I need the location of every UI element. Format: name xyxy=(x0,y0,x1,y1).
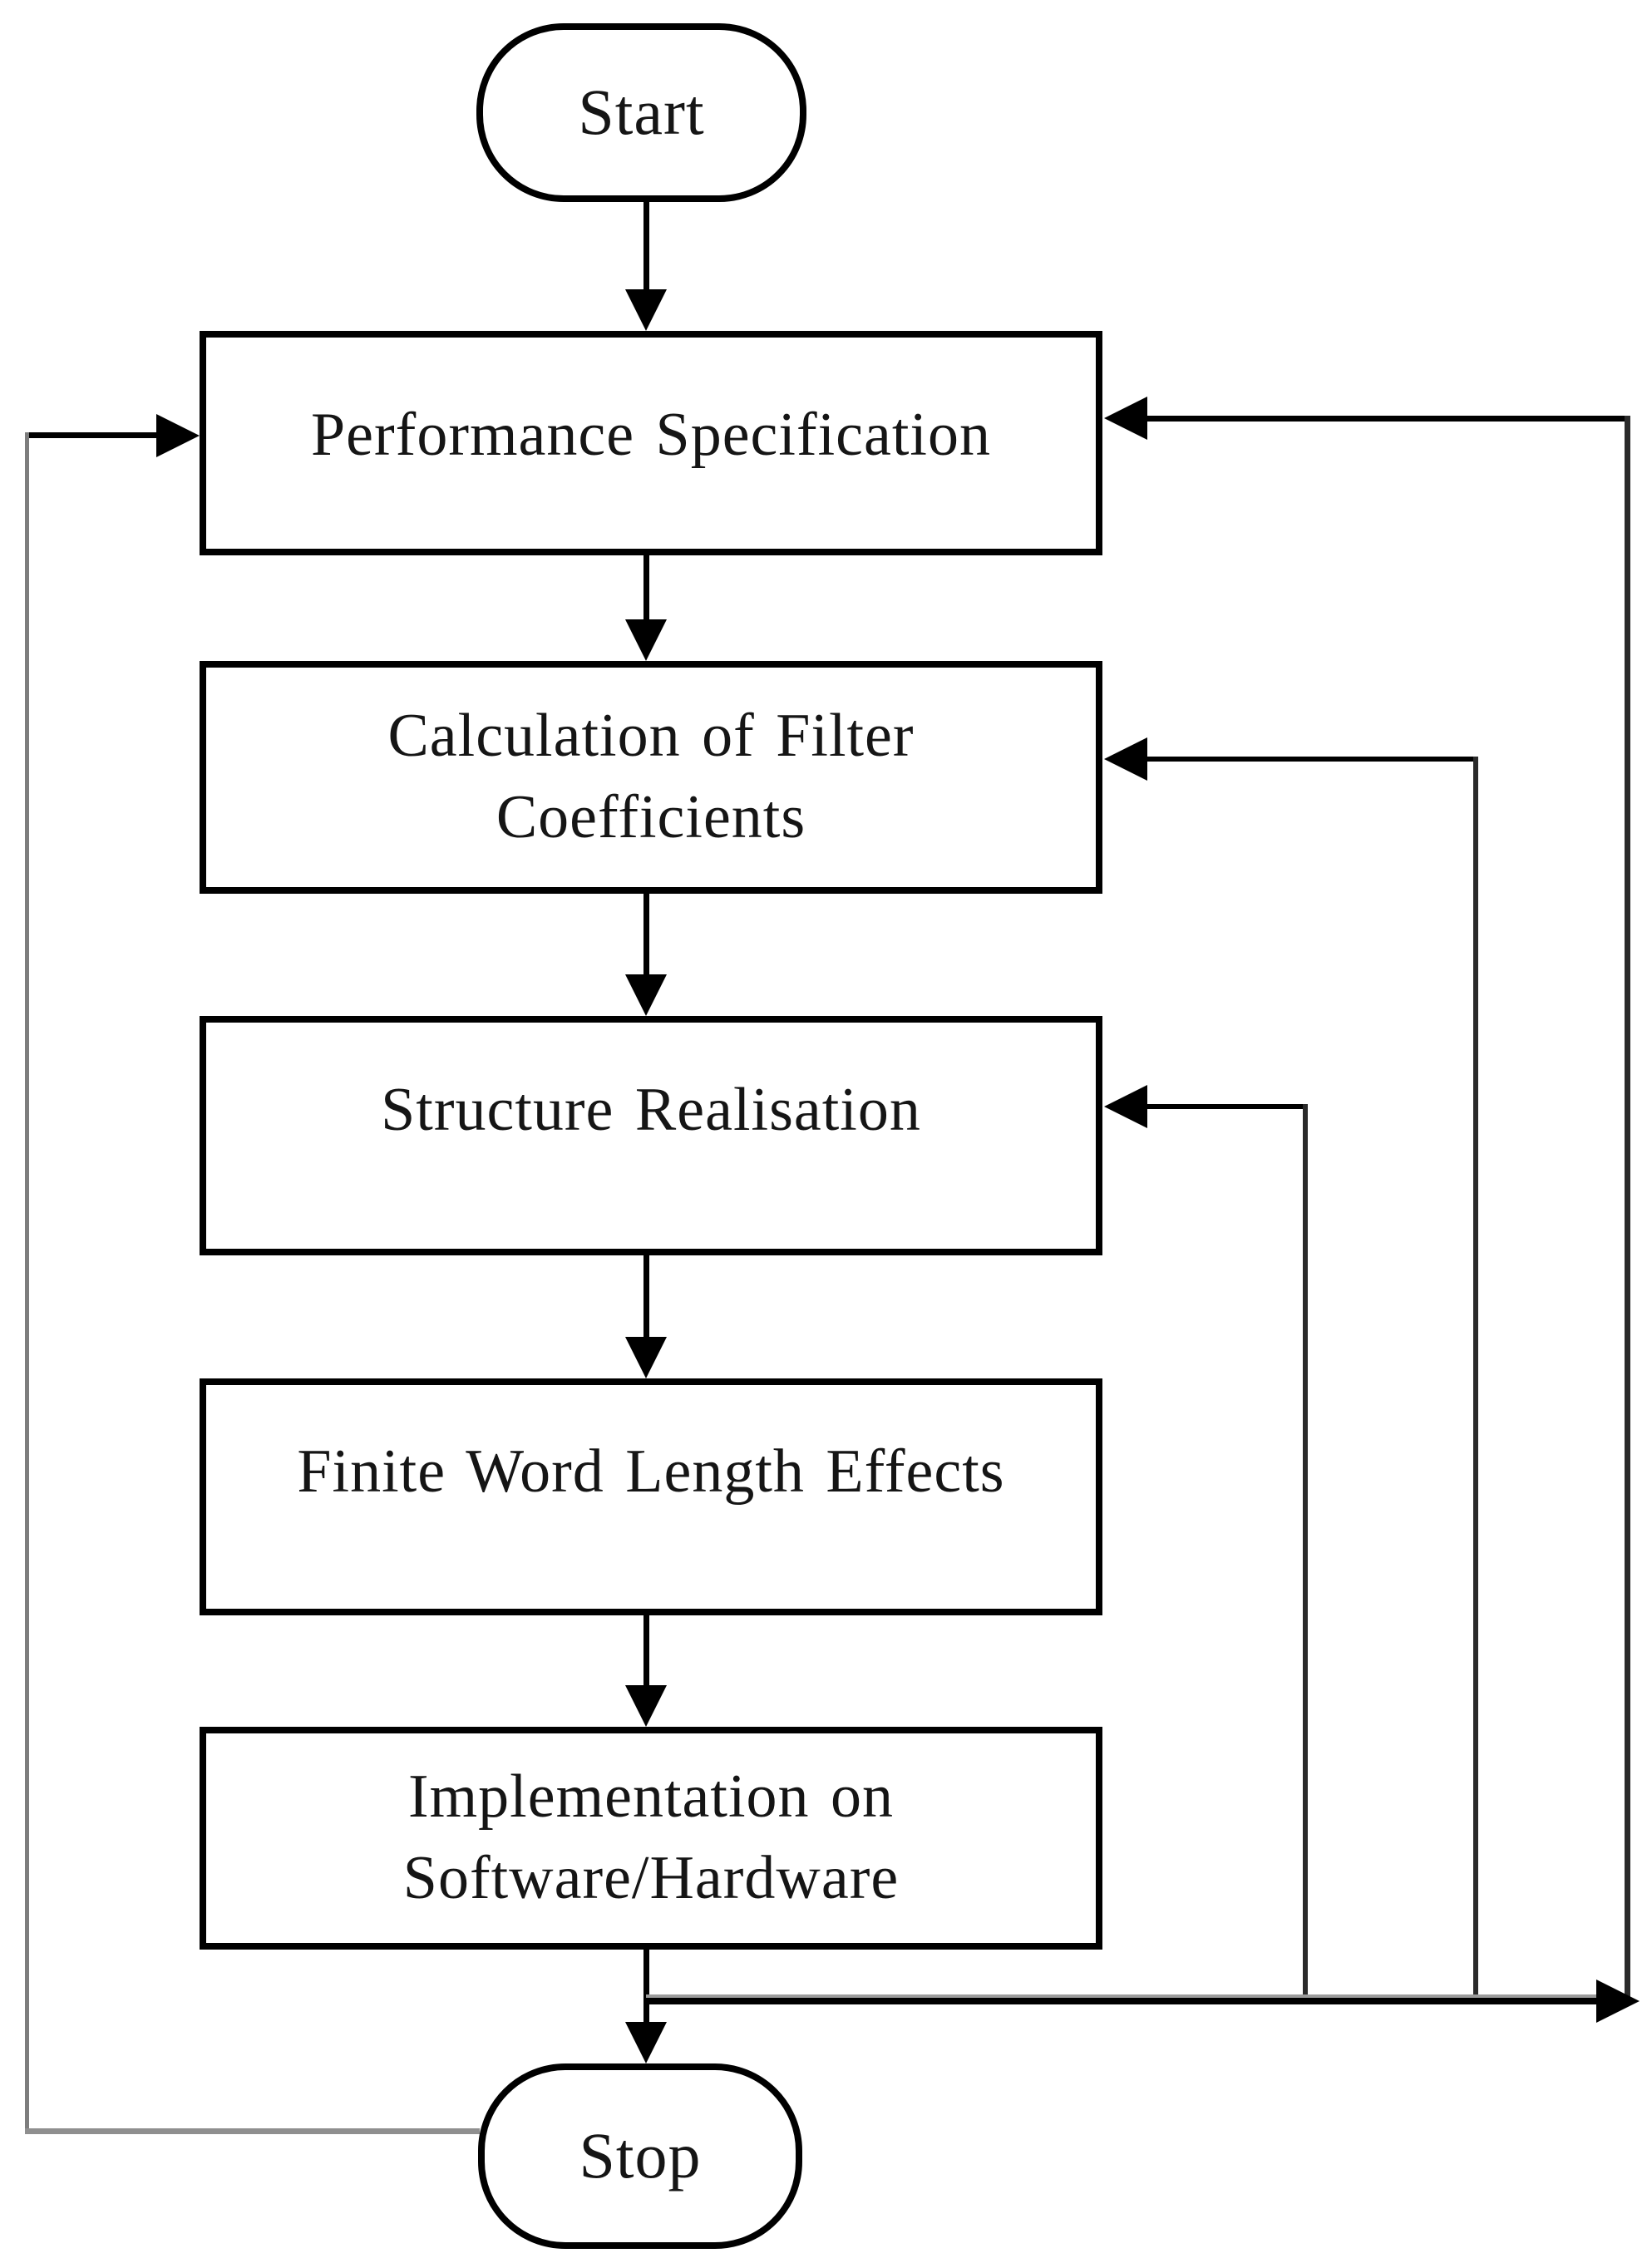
node-finite-word-length-effects-label: Finite Word Length Effects xyxy=(297,1437,1005,1506)
node-stop: Stop xyxy=(478,2063,802,2249)
node-finite-word-length-effects: Finite Word Length Effects xyxy=(200,1378,1102,1615)
edge-implementation-to-stop-line xyxy=(643,1950,649,2024)
edge-implementation-to-stop-arrowhead xyxy=(625,2022,667,2063)
edge-structure-to-finite-line xyxy=(643,1255,649,1339)
feedback-calculation-horizontal-line xyxy=(1144,757,1478,762)
feedback-left-bottom-horizontal-line xyxy=(25,2128,480,2134)
node-implementation-on-software-hardware: Implementation on Software/Hardware xyxy=(200,1727,1102,1950)
edge-start-to-performance-arrowhead xyxy=(625,289,667,331)
node-implementation-on-software-hardware-label: Implementation on Software/Hardware xyxy=(402,1763,900,1912)
feedback-structure-horizontal-line xyxy=(1144,1104,1308,1109)
feedback-performance-arrowhead xyxy=(1104,397,1147,440)
edge-finite-to-implementation-line xyxy=(643,1615,649,1687)
edge-calculation-to-structure-arrowhead xyxy=(625,974,667,1016)
node-performance-specification: Performance Specification xyxy=(200,331,1102,555)
edge-calculation-to-structure-line xyxy=(643,894,649,976)
feedback-left-arrowhead xyxy=(156,414,200,457)
feedback-structure-arrowhead xyxy=(1104,1085,1147,1128)
feedback-left-vertical-line xyxy=(25,432,29,2131)
edge-performance-to-calculation-arrowhead xyxy=(625,619,667,661)
node-calculation-of-filter-coefficients-label: Calculation of Filter Coefficients xyxy=(387,702,915,851)
node-structure-realisation-label: Structure Realisation xyxy=(381,1076,921,1145)
feedback-bottom-horizontal-line xyxy=(646,1994,1596,2004)
feedback-performance-horizontal-line xyxy=(1146,416,1630,422)
feedback-calculation-vertical-line xyxy=(1473,757,1478,2004)
node-start: Start xyxy=(476,23,806,202)
feedback-performance-vertical-line xyxy=(1625,416,1630,2001)
feedback-calculation-arrowhead xyxy=(1104,737,1147,781)
edge-finite-to-implementation-arrowhead xyxy=(625,1685,667,1727)
edge-structure-to-finite-arrowhead xyxy=(625,1337,667,1378)
node-performance-specification-label: Performance Specification xyxy=(311,401,991,470)
node-start-label: Start xyxy=(578,76,705,149)
feedback-bottom-right-arrowhead xyxy=(1596,1980,1640,2023)
edge-performance-to-calculation-line xyxy=(643,555,649,621)
node-stop-label: Stop xyxy=(579,2119,702,2192)
feedback-left-top-horizontal-line xyxy=(27,432,158,438)
node-structure-realisation: Structure Realisation xyxy=(200,1016,1102,1255)
edge-start-to-performance-line xyxy=(643,202,649,291)
feedback-structure-vertical-line xyxy=(1303,1104,1308,2004)
node-calculation-of-filter-coefficients: Calculation of Filter Coefficients xyxy=(200,661,1102,894)
